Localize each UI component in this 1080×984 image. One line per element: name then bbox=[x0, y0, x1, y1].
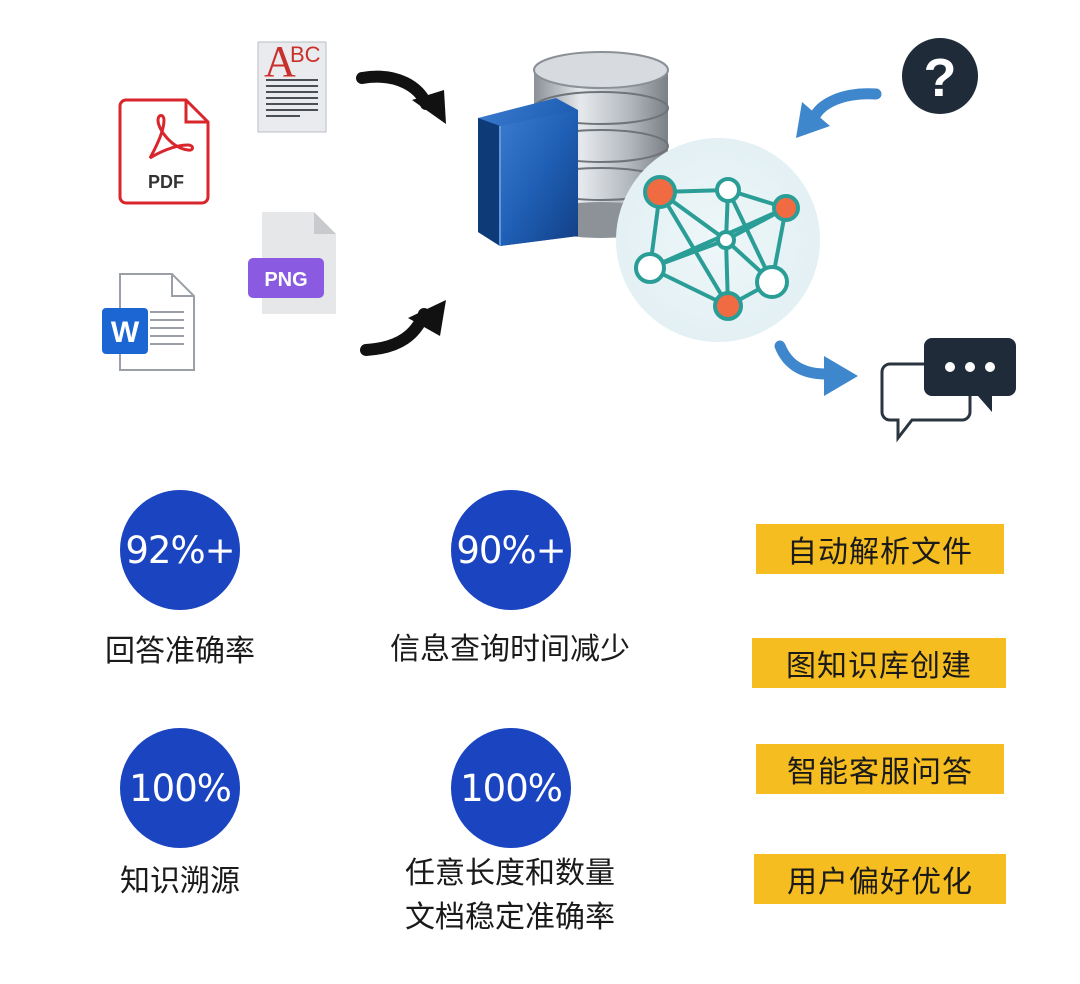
arrow-to-chat-icon bbox=[774, 340, 858, 396]
abc-letters-bc: BC bbox=[290, 42, 321, 67]
metric-value: 100% bbox=[460, 766, 563, 810]
book-icon bbox=[478, 98, 578, 246]
text-document-icon: A BC bbox=[257, 37, 327, 133]
question-mark: ? bbox=[924, 48, 957, 108]
feature-tag-preference-opt: 用户偏好优化 bbox=[754, 854, 1006, 904]
arrow-from-question-icon bbox=[796, 88, 882, 138]
arrow-bottom-icon bbox=[360, 300, 446, 356]
metric-circle-traceability: 100% bbox=[120, 728, 240, 848]
metric-value: 90%+ bbox=[456, 528, 566, 572]
metric-value: 92%+ bbox=[125, 528, 235, 572]
knowledge-flow-diagram: PDF A BC PNG bbox=[102, 37, 1016, 443]
metric-label-query-time: 信息查询时间减少 bbox=[390, 632, 630, 667]
metric-label-accuracy: 回答准确率 bbox=[105, 634, 255, 669]
arrow-top-icon bbox=[356, 70, 446, 124]
metric-label-document-accuracy-line1: 任意长度和数量 bbox=[405, 856, 615, 891]
chat-bubbles-icon bbox=[880, 338, 1016, 443]
png-file-icon: PNG bbox=[248, 212, 336, 314]
pdf-label: PDF bbox=[148, 172, 184, 192]
knowledge-graph-icon bbox=[616, 138, 820, 342]
metric-label-document-accuracy-line2: 文档稳定准确率 bbox=[405, 900, 615, 935]
metric-circle-document-accuracy: 100% bbox=[451, 728, 571, 848]
question-icon: ? bbox=[902, 38, 978, 114]
word-label: W bbox=[111, 316, 140, 349]
pdf-file-icon: PDF bbox=[118, 98, 210, 205]
word-file-icon: W bbox=[102, 273, 195, 371]
feature-tag-smart-qa: 智能客服问答 bbox=[756, 744, 1004, 794]
metric-circle-accuracy: 92%+ bbox=[120, 490, 240, 610]
metric-label-traceability: 知识溯源 bbox=[120, 864, 240, 899]
feature-tag-graph-kb: 图知识库创建 bbox=[752, 638, 1006, 688]
metric-circle-query-time: 90%+ bbox=[451, 490, 571, 610]
abc-letter-a: A bbox=[264, 37, 296, 86]
feature-tag-auto-parse: 自动解析文件 bbox=[756, 524, 1004, 574]
metric-value: 100% bbox=[129, 766, 232, 810]
png-label: PNG bbox=[264, 269, 307, 291]
